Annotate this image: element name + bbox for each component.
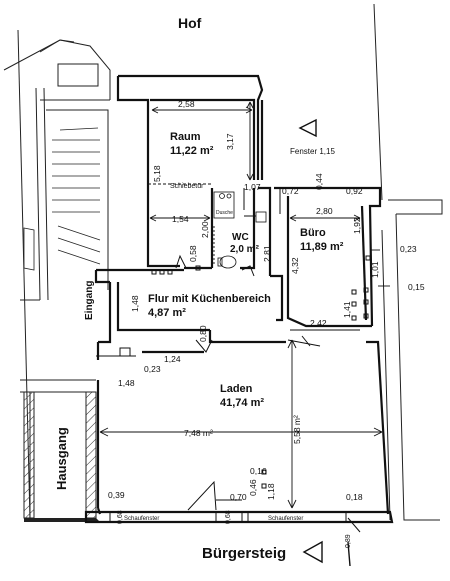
raum-name: Raum [170,131,201,143]
dim-label: 2,58 [178,99,195,109]
dim-label: 1,54 [172,214,189,224]
front-windows [109,499,361,533]
dim-label: 0,72 [282,186,299,196]
dim-label: 1,18 [266,483,276,500]
raum-area: 11,22 m² [170,145,214,157]
wc-fixtures [213,191,267,269]
dim-label: 0,80 [198,325,208,342]
dim-label: 2,80 [316,206,333,216]
label-hof: Hof [178,15,202,31]
dim-label: 0,23 [400,244,417,254]
dim-label: 0,16 [250,466,267,476]
dim-label: 0,23 [144,364,161,374]
laden-name: Laden [220,383,253,395]
hausgang-wall-right [85,391,97,519]
dim-label: 1,07 [244,182,261,192]
dim-label: 0,68 [117,510,124,524]
laden-area: 41,74 m² [220,397,264,409]
flur-name: Flur mit Küchenbereich [148,293,271,305]
label-eingang: Eingang [84,281,95,320]
dim-label: 2,81 [262,245,272,262]
dim-label: 0,18 [346,492,363,502]
dim-label: 1,48 [130,295,140,312]
flur-area: 4,87 m² [148,307,186,319]
dim-label: 1,92 [352,217,362,234]
dim-label: 1,01 [370,261,380,278]
dim-label: 5,18 [152,165,162,182]
dim-label: 0,15 [408,282,425,292]
walls [84,74,394,524]
right-neighbor [373,3,443,521]
dim-label: 0,68 [225,510,232,524]
label-fenster: Fenster 1,15 [290,147,335,156]
wc-area: 2,0 m² [230,244,260,255]
buero-name: Büro [300,227,326,239]
staircase [23,127,101,271]
pillars [151,255,371,489]
dim-label: 0,58 [188,245,198,262]
dim-label: 0,92 [346,186,363,196]
section-arrows [298,118,351,567]
sink [255,211,267,223]
toilet [219,255,237,269]
label-schiebetuer: Schiebetür [170,183,204,190]
dimension-lines [99,101,390,509]
dim-label: 2,42 [310,318,327,328]
wc-name: WC [232,232,249,243]
label-schaufenster-1: Schaufenster [124,516,159,522]
dim-label: 4,32 [290,257,300,274]
label-buergersteig: Bürgersteig [202,545,286,562]
dim-label: 0,44 [314,173,324,190]
dim-label: 0,70 [230,492,247,502]
sill [24,518,100,522]
dim-label: 0,46 [248,479,258,496]
dim-label: 0,39 [108,490,125,500]
dim-label: 3,17 [225,133,235,150]
dim-label: 7,48 m² [184,428,213,438]
dim-label: 1,41 [342,301,352,318]
hausgang-wall [23,391,35,519]
dim-label: 5,58 m² [292,415,302,444]
shower [213,191,235,219]
openings [96,183,321,511]
buero-area: 11,89 m² [300,241,344,253]
dim-label: 2,00 [200,221,210,238]
label-schaufenster-2: Schaufenster [268,516,303,522]
label-dusche: Dusche [216,210,233,216]
label-hausgang: Hausgang [54,427,69,490]
dim-label: 0,89 [345,534,352,548]
dim-label: 1,48 [118,378,135,388]
dim-label: 1,24 [164,354,181,364]
